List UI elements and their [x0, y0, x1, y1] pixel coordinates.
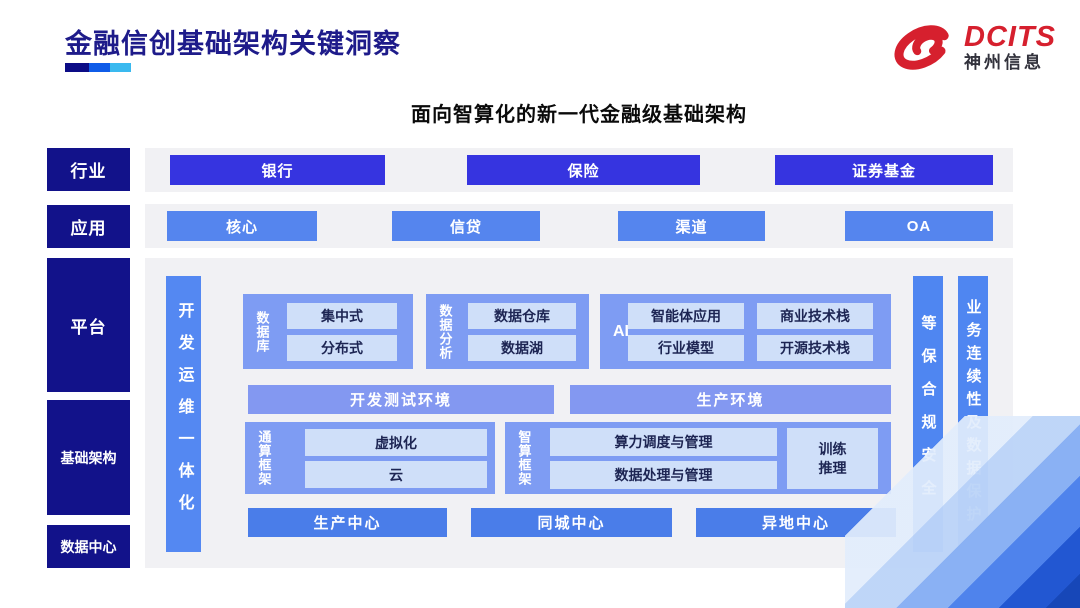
- analytics-item-warehouse: 数据仓库: [468, 303, 576, 329]
- analytics-item-lake: 数据湖: [468, 335, 576, 361]
- database-item-centralized: 集中式: [287, 303, 397, 329]
- database-section-label: 数据库: [254, 310, 270, 353]
- diagram-subtitle: 面向智算化的新一代金融级基础架构: [411, 104, 747, 126]
- rail-label-datacenter: 数据中心: [47, 525, 130, 568]
- training-inference-text: 训练推理: [818, 440, 847, 476]
- app-item-credit: 信贷: [392, 211, 540, 241]
- industry-item-insurance: 保险: [467, 155, 700, 185]
- ai-item-industry-model: 行业模型: [628, 335, 744, 361]
- general-compute-label: 通算框架: [256, 430, 272, 486]
- ai-item-commercial-stack: 商业技术栈: [757, 303, 873, 329]
- devtest-env-bar: 开发测试环境: [248, 385, 554, 414]
- intelligent-compute-section: 智算框架 算力调度与管理 数据处理与管理 训练推理: [505, 422, 891, 494]
- rail-label-platform: 平台: [47, 258, 130, 392]
- intelligent-item-scheduling: 算力调度与管理: [550, 428, 777, 456]
- company-text: 神州信息: [964, 53, 1044, 73]
- analytics-section-label: 数据分析: [437, 303, 453, 360]
- ai-section: AI 智能体应用 商业技术栈 行业模型 开源技术栈: [600, 294, 891, 369]
- underline-segment-cyan: [110, 63, 131, 72]
- general-compute-section: 通算框架 虚拟化 云: [245, 422, 495, 494]
- general-item-virtualization: 虚拟化: [305, 429, 487, 456]
- production-env-bar: 生产环境: [570, 385, 891, 414]
- database-section: 数据库 集中式 分布式: [243, 294, 413, 369]
- ai-item-opensource-stack: 开源技术栈: [757, 335, 873, 361]
- intelligent-compute-label: 智算框架: [516, 430, 532, 486]
- rail-label-application: 应用: [47, 205, 130, 248]
- devops-vertical-bar: 开发运维一体化: [166, 276, 201, 552]
- dcits-logo: DCITS 神州信息: [890, 16, 1060, 78]
- title-underline: [65, 63, 131, 72]
- corner-stripes-decoration: [845, 416, 1080, 608]
- app-item-channel: 渠道: [618, 211, 765, 241]
- analytics-section: 数据分析 数据仓库 数据湖: [426, 294, 589, 369]
- center-production: 生产中心: [248, 508, 447, 537]
- page-title: 金融信创基础架构关键洞察: [65, 29, 401, 59]
- rail-label-infrastructure: 基础架构: [47, 400, 130, 515]
- industry-item-securities: 证券基金: [775, 155, 993, 185]
- ai-section-label: AI: [613, 322, 629, 340]
- intelligent-item-dataprocess: 数据处理与管理: [550, 461, 777, 489]
- database-item-distributed: 分布式: [287, 335, 397, 361]
- underline-segment-dark: [65, 63, 89, 72]
- center-samecity: 同城中心: [471, 508, 672, 537]
- industry-item-bank: 银行: [170, 155, 385, 185]
- app-item-core: 核心: [167, 211, 317, 241]
- general-item-cloud: 云: [305, 461, 487, 488]
- ai-item-agent-app: 智能体应用: [628, 303, 744, 329]
- app-item-oa: OA: [845, 211, 993, 241]
- dcits-swirl-icon: [894, 25, 949, 70]
- underline-segment-blue: [89, 63, 110, 72]
- rail-label-industry: 行业: [47, 148, 130, 191]
- brand-text: DCITS: [964, 20, 1056, 53]
